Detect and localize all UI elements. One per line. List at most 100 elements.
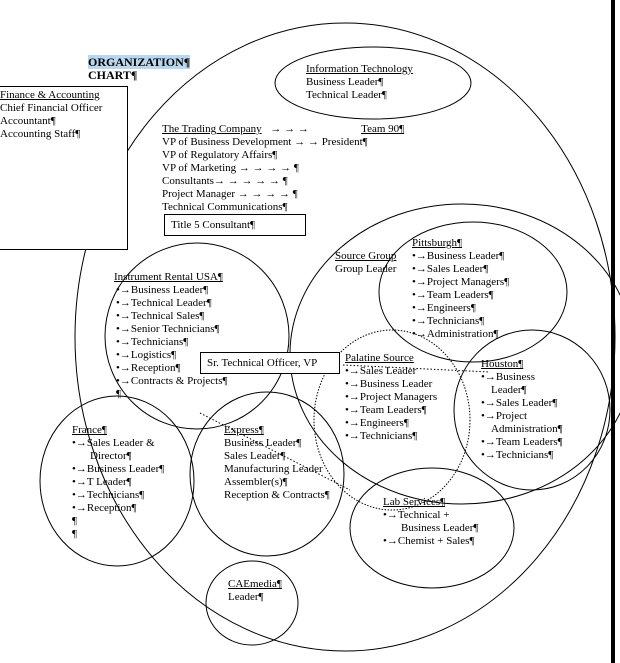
- houston-group: Houston¶ •→Business Leader¶ •→Sales Lead…: [481, 358, 563, 462]
- trading-title: The Trading Company: [162, 123, 262, 135]
- france-circle: [39, 395, 195, 567]
- sr-technical-officer-box: Sr. Technical Officer, VP: [200, 352, 340, 374]
- trading-line: Consultants→ → → → → ¶: [162, 175, 288, 187]
- france-item: ¶: [72, 528, 77, 540]
- trading-line: VP of Business Development → → President…: [162, 136, 368, 148]
- instrument-item: •→Logistics¶: [116, 349, 177, 361]
- instrument-item: •→Technical Sales¶: [116, 310, 205, 322]
- pittsburgh-group: Pittsburgh¶ •→Business Leader¶ •→Sales L…: [412, 237, 509, 341]
- lab-services-item: •→Chemist + Sales¶: [383, 535, 475, 547]
- pittsburgh-item: •→Technicians¶: [412, 315, 485, 327]
- instrument-item: •→Business Leader¶: [116, 284, 209, 296]
- caemedia-line: Leader¶: [228, 591, 264, 603]
- palatine-item: •→Engineers¶: [345, 417, 409, 429]
- express-line: Manufacturing Leader: [224, 463, 323, 475]
- it-line: Business Leader¶: [306, 76, 384, 88]
- finance-line: Chief Financial Officer: [0, 102, 103, 114]
- houston-item: •→Team Leaders¶: [481, 436, 563, 448]
- trading-arrows: → → →: [270, 123, 309, 135]
- palatine-item: •→Business Leader: [345, 378, 433, 390]
- connector-line: [342, 364, 491, 373]
- palatine-item: •→Team Leaders¶: [345, 404, 427, 416]
- trading-line: Project Manager → → → → ¶: [162, 188, 298, 200]
- houston-circle: [453, 329, 611, 491]
- outer-circle: [74, 22, 616, 652]
- france-item: •→T Leader¶: [72, 476, 132, 488]
- caemedia-title: CAEmedia¶: [228, 578, 282, 590]
- instrument-title: Instrument Rental USA¶: [114, 271, 223, 283]
- lab-services-item: •→Technical +: [383, 509, 450, 521]
- houston-item: Administration¶: [491, 423, 563, 435]
- palatine-title: Palatine Source: [345, 352, 414, 364]
- source-line: Group Leader: [335, 263, 397, 275]
- instrument-circle: [104, 242, 290, 430]
- france-item: •→Reception¶: [72, 502, 137, 514]
- caemedia-group: CAEmedia¶ Leader¶: [228, 578, 282, 604]
- trading-line: VP of Marketing → → → → ¶: [162, 162, 299, 174]
- title-line-1: ORGANIZATION¶: [88, 55, 191, 69]
- title-line-2: CHART¶: [88, 68, 138, 82]
- connector-line: [199, 412, 351, 491]
- houston-item: Leader¶: [491, 384, 527, 396]
- palatine-item: •→Technicians¶: [345, 430, 418, 442]
- finance-box: [0, 86, 128, 250]
- lab-services-group: Lab Services¶ •→Technical + Business Lea…: [383, 496, 478, 548]
- lab-services-title: Lab Services¶: [383, 496, 446, 508]
- source-title: Source Group: [335, 250, 397, 262]
- instrument-group: Instrument Rental USA¶ •→Business Leader…: [114, 271, 228, 401]
- team-90-label: Team 90¶: [361, 123, 405, 135]
- page-edge-bar: [611, 0, 615, 663]
- pittsburgh-item: •→Administration¶: [412, 328, 499, 340]
- palatine-item: •→Project Managers: [345, 391, 438, 403]
- instrument-item: •→Senior Technicians¶: [116, 323, 220, 335]
- france-item: •→Business Leader¶: [72, 463, 165, 475]
- finance-line: Accountant¶: [0, 115, 56, 127]
- express-title: Express¶: [224, 424, 264, 436]
- express-group: Express¶ Business Leader¶ Sales Leader¶ …: [224, 424, 330, 502]
- instrument-item: •→Reception¶: [116, 362, 181, 374]
- express-line: Assembler(s)¶: [224, 476, 288, 488]
- caemedia-circle: [205, 560, 299, 646]
- express-line: Business Leader¶: [224, 437, 302, 449]
- express-circle: [189, 391, 345, 557]
- palatine-group: Palatine Source •→Sales Leader •→Busines…: [345, 352, 437, 443]
- instrument-item: •→Technical Leader¶: [116, 297, 212, 309]
- france-title: France¶: [72, 424, 107, 436]
- france-item: •→Sales Leader &: [72, 437, 155, 449]
- france-group: France¶ •→Sales Leader & Director¶ •→Bus…: [72, 424, 164, 541]
- instrument-item: •→Contracts & Projects¶: [116, 375, 228, 387]
- france-item: ¶: [72, 515, 77, 527]
- pittsburgh-item: •→Sales Leader¶: [412, 263, 489, 275]
- it-ellipse: [274, 46, 472, 120]
- express-line: Sales Leader¶: [224, 450, 286, 462]
- houston-item: •→Sales Leader¶: [481, 397, 558, 409]
- trading-line: VP of Regulatory Affairs¶: [162, 149, 278, 161]
- it-title: Information Technology: [306, 63, 413, 75]
- finance-title: Finance & Accounting: [0, 89, 100, 101]
- it-line: Technical Leader¶: [306, 89, 387, 101]
- instrument-item: ¶: [116, 388, 121, 400]
- france-item: •→Technicians¶: [72, 489, 145, 501]
- finance-line: Accounting Staff¶: [0, 128, 81, 140]
- finance-group: Finance & Accounting Chief Financial Off…: [0, 89, 102, 141]
- trading-line: Technical Communications¶: [162, 201, 288, 213]
- palatine-circle: [313, 329, 471, 511]
- houston-title: Houston¶: [481, 358, 524, 370]
- palatine-item: •→Sales Leader: [345, 365, 417, 377]
- it-group: Information Technology Business Leader¶ …: [306, 63, 413, 102]
- page-title: ORGANIZATION¶ CHART¶: [88, 55, 191, 82]
- lab-services-item: Business Leader¶: [401, 522, 479, 534]
- source-group: Source Group Group Leader: [335, 250, 396, 276]
- pittsburgh-item: •→Engineers¶: [412, 302, 476, 314]
- pittsburgh-item: •→Team Leaders¶: [412, 289, 494, 301]
- pittsburgh-circle: [378, 221, 568, 363]
- houston-item: •→Project: [481, 410, 528, 422]
- houston-item: •→Technicians¶: [481, 449, 554, 461]
- houston-item: •→Business: [481, 371, 535, 383]
- title-5-consultant-box: Title 5 Consultant¶: [164, 214, 306, 236]
- pittsburgh-item: •→Business Leader¶: [412, 250, 505, 262]
- express-line: Reception & Contracts¶: [224, 489, 330, 501]
- instrument-item: •→Technicians¶: [116, 336, 189, 348]
